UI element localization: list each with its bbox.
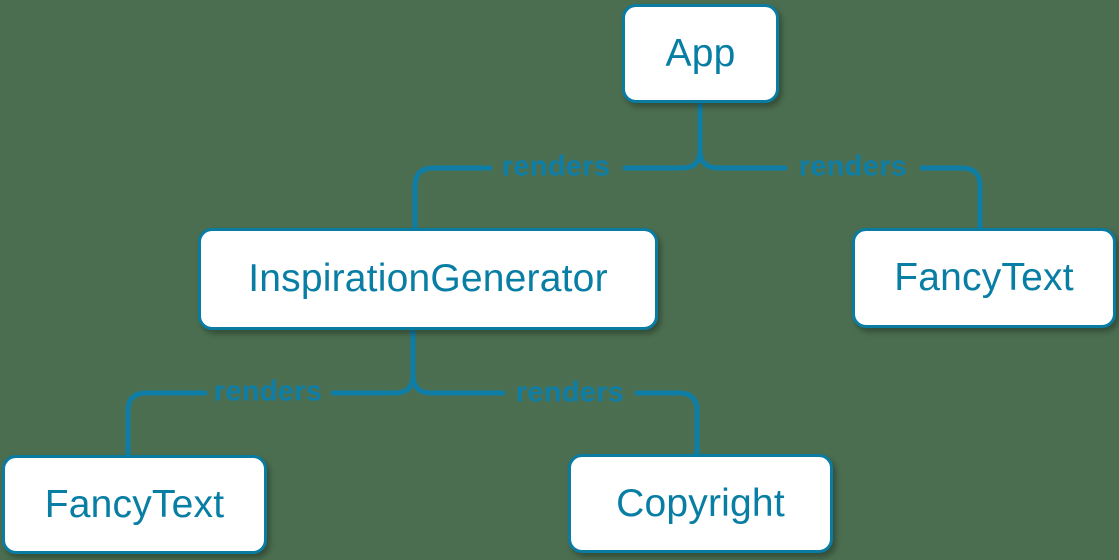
edge-app-fancytext — [697, 100, 983, 231]
node-copyright: Copyright — [568, 454, 833, 553]
edge-label-renders-inspirationgenerator-fancytext: renders — [213, 375, 323, 408]
node-inspiration-generator-label: InspirationGenerator — [248, 257, 608, 300]
node-fancy-text-top-right-label: FancyText — [894, 256, 1074, 299]
node-app-label: App — [665, 31, 736, 75]
node-fancy-text-bottom-left-label: FancyText — [44, 482, 225, 526]
node-fancy-text-bottom-left: FancyText — [2, 455, 267, 554]
edge-inspirationgenerator-copyright — [410, 327, 700, 457]
node-app: App — [622, 4, 779, 103]
node-copyright-label: Copyright — [616, 481, 785, 525]
edge-label-renders-inspirationgenerator-copyright: renders — [515, 376, 625, 409]
edge-label-renders-app-fancytext: renders — [798, 150, 908, 183]
edge-label-renders-app-inspirationgenerator: renders — [501, 150, 611, 183]
node-fancy-text-top-right: FancyText — [852, 228, 1116, 328]
node-inspiration-generator: InspirationGenerator — [198, 228, 658, 330]
